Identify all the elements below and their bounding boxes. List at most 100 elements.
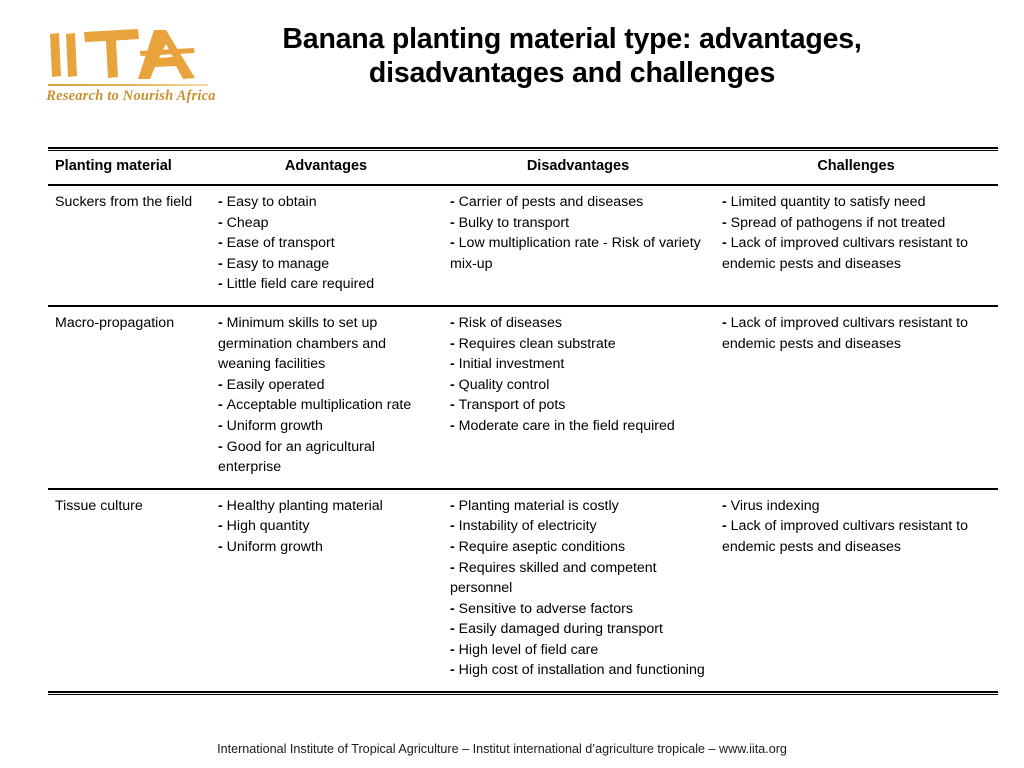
bullet-text: Carrier of pests and diseases [458, 194, 644, 210]
bullet-item: - Planting material is costly [450, 496, 706, 517]
disadvantages-list: - Planting material is costly- Instabili… [450, 496, 706, 681]
bullet-dash: - [722, 194, 731, 210]
advantages-list: - Healthy planting material- High quanti… [218, 496, 434, 558]
disadvantages-list: - Risk of diseases- Requires clean subst… [450, 313, 706, 437]
cell-challenges: - Limited quantity to satisfy need- Spre… [714, 184, 998, 306]
bullet-item: - Acceptable multiplication rate [218, 395, 434, 416]
bullet-dash: - [218, 376, 227, 393]
table-row: Suckers from the field- Easy to obtain- … [48, 184, 998, 306]
bullet-dash: - [450, 641, 459, 658]
bullet-text: Lack of improved cultivars resistant to … [722, 314, 969, 352]
table-row: Tissue culture- Healthy planting materia… [48, 487, 998, 692]
bullet-item: - Little field care required [218, 274, 434, 295]
column-header-challenges: Challenges [817, 158, 895, 174]
bullet-dash: - [218, 538, 227, 555]
bullet-item: - Transport of pots [450, 395, 706, 416]
bullet-item: - Require aseptic conditions [450, 537, 706, 558]
bullet-dash: - [450, 600, 459, 617]
cell-advantages: - Healthy planting material- High quanti… [210, 487, 442, 692]
bullet-dash: - [218, 438, 227, 455]
bullet-text: Lack of improved cultivars resistant to … [722, 235, 969, 272]
bullet-text: Easy to manage [226, 255, 330, 272]
logo-underline [48, 84, 208, 86]
bullet-item: - Risk of diseases [450, 313, 706, 334]
bullet-text: Uniform growth [226, 417, 323, 434]
bullet-text: High quantity [226, 518, 310, 535]
bullet-text: Minimum skills to set up germination cha… [218, 314, 386, 373]
bullet-dash: - [218, 397, 227, 414]
bullet-dash: - [218, 214, 227, 231]
column-header-advantages: Advantages [284, 158, 368, 174]
column-header-disadvantages: Disadvantages [526, 158, 630, 174]
bullet-text: Risk of diseases [458, 314, 562, 331]
logo-tagline: Research to Nourish Africa [46, 88, 216, 104]
bullet-item: - Good for an agricultural enterprise [218, 437, 434, 478]
bullet-dash: - [450, 559, 459, 576]
bullet-dash: - [450, 621, 459, 638]
bullet-item: - Moderate care in the field required [450, 416, 706, 437]
bullet-item: - Lack of improved cultivars resistant t… [722, 233, 990, 274]
bullet-dash: - [722, 214, 731, 231]
slide-header: Research to Nourish Africa Banana planti… [0, 0, 1024, 135]
bullet-item: - Cheap [218, 213, 434, 234]
bullet-dash: - [450, 497, 459, 514]
table-header-row: Planting material Advantages Disadvantag… [48, 151, 998, 185]
table-body: Suckers from the field- Easy to obtain- … [48, 184, 998, 692]
cell-challenges: - Lack of improved cultivars resistant t… [714, 304, 998, 489]
bullet-item: - Sensitive to adverse factors [450, 599, 706, 620]
bullet-text: Easily damaged during transport [458, 621, 663, 638]
bullet-dash: - [450, 397, 459, 414]
bullet-text: Acceptable multiplication rate [226, 397, 412, 414]
slide-footer: International Institute of Tropical Agri… [217, 742, 787, 756]
bullet-text: Lack of improved cultivars resistant to … [722, 518, 969, 555]
cell-advantages: - Minimum skills to set up germination c… [210, 304, 442, 489]
cell-disadvantages: - Planting material is costly- Instabili… [442, 487, 714, 692]
bullet-text: High cost of installation and functionin… [458, 662, 705, 679]
bullet-dash: - [218, 314, 227, 331]
bullet-dash: - [450, 417, 459, 434]
bullet-dash: - [218, 235, 227, 252]
bullet-item: - Initial investment [450, 354, 706, 375]
bullet-dash: - [450, 194, 459, 210]
bullet-item: - Low multiplication rate - Risk of vari… [450, 233, 706, 274]
bullet-text: Bulky to transport [458, 214, 570, 231]
bullet-dash: - [450, 376, 459, 393]
cell-planting-material: Tissue culture [48, 487, 210, 692]
bullet-dash: - [722, 518, 731, 535]
bullet-item: - Limited quantity to satisfy need [722, 192, 990, 213]
bullet-item: - Spread of pathogens if not treated [722, 213, 990, 234]
cell-planting-material: Suckers from the field [48, 184, 210, 306]
bullet-item: - Easily damaged during transport [450, 619, 706, 640]
bullet-item: - Healthy planting material [218, 496, 434, 517]
table-row: Macro-propagation- Minimum skills to set… [48, 304, 998, 489]
bullet-item: - Ease of transport [218, 233, 434, 254]
bullet-dash: - [218, 417, 227, 434]
advantages-list: - Minimum skills to set up germination c… [218, 313, 434, 478]
challenges-list: - Limited quantity to satisfy need- Spre… [722, 192, 990, 274]
column-header-planting-material: Planting material [55, 158, 172, 174]
bullet-dash: - [218, 497, 227, 514]
bullet-text: Little field care required [226, 276, 375, 293]
bullet-item: - Uniform growth [218, 416, 434, 437]
bullet-dash: - [450, 518, 459, 535]
bullet-item: - Easy to obtain [218, 192, 434, 213]
challenges-list: - Lack of improved cultivars resistant t… [722, 313, 990, 354]
bullet-item: - High cost of installation and function… [450, 660, 706, 681]
bullet-dash: - [218, 276, 227, 293]
bullet-dash: - [218, 255, 227, 272]
iita-logo: Research to Nourish Africa [34, 26, 220, 118]
bullet-item: - Minimum skills to set up germination c… [218, 313, 434, 375]
planting-material-comparison-table: Planting material Advantages Disadvantag… [48, 151, 998, 692]
bullet-item: - Bulky to transport [450, 213, 706, 234]
bullet-text: Ease of transport [226, 235, 335, 252]
bullet-text: Virus indexing [730, 497, 820, 514]
bullet-text: Limited quantity to satisfy need [730, 194, 926, 210]
bullet-dash: - [722, 314, 731, 331]
bullet-text: Cheap [226, 214, 269, 231]
bullet-text: Easy to obtain [226, 194, 317, 210]
bullet-text: High level of field care [458, 641, 599, 658]
table-bottom-border [48, 691, 998, 696]
bullet-text: Sensitive to adverse factors [458, 600, 633, 617]
bullet-item: - Carrier of pests and diseases [450, 192, 706, 213]
bullet-item: - Quality control [450, 375, 706, 396]
